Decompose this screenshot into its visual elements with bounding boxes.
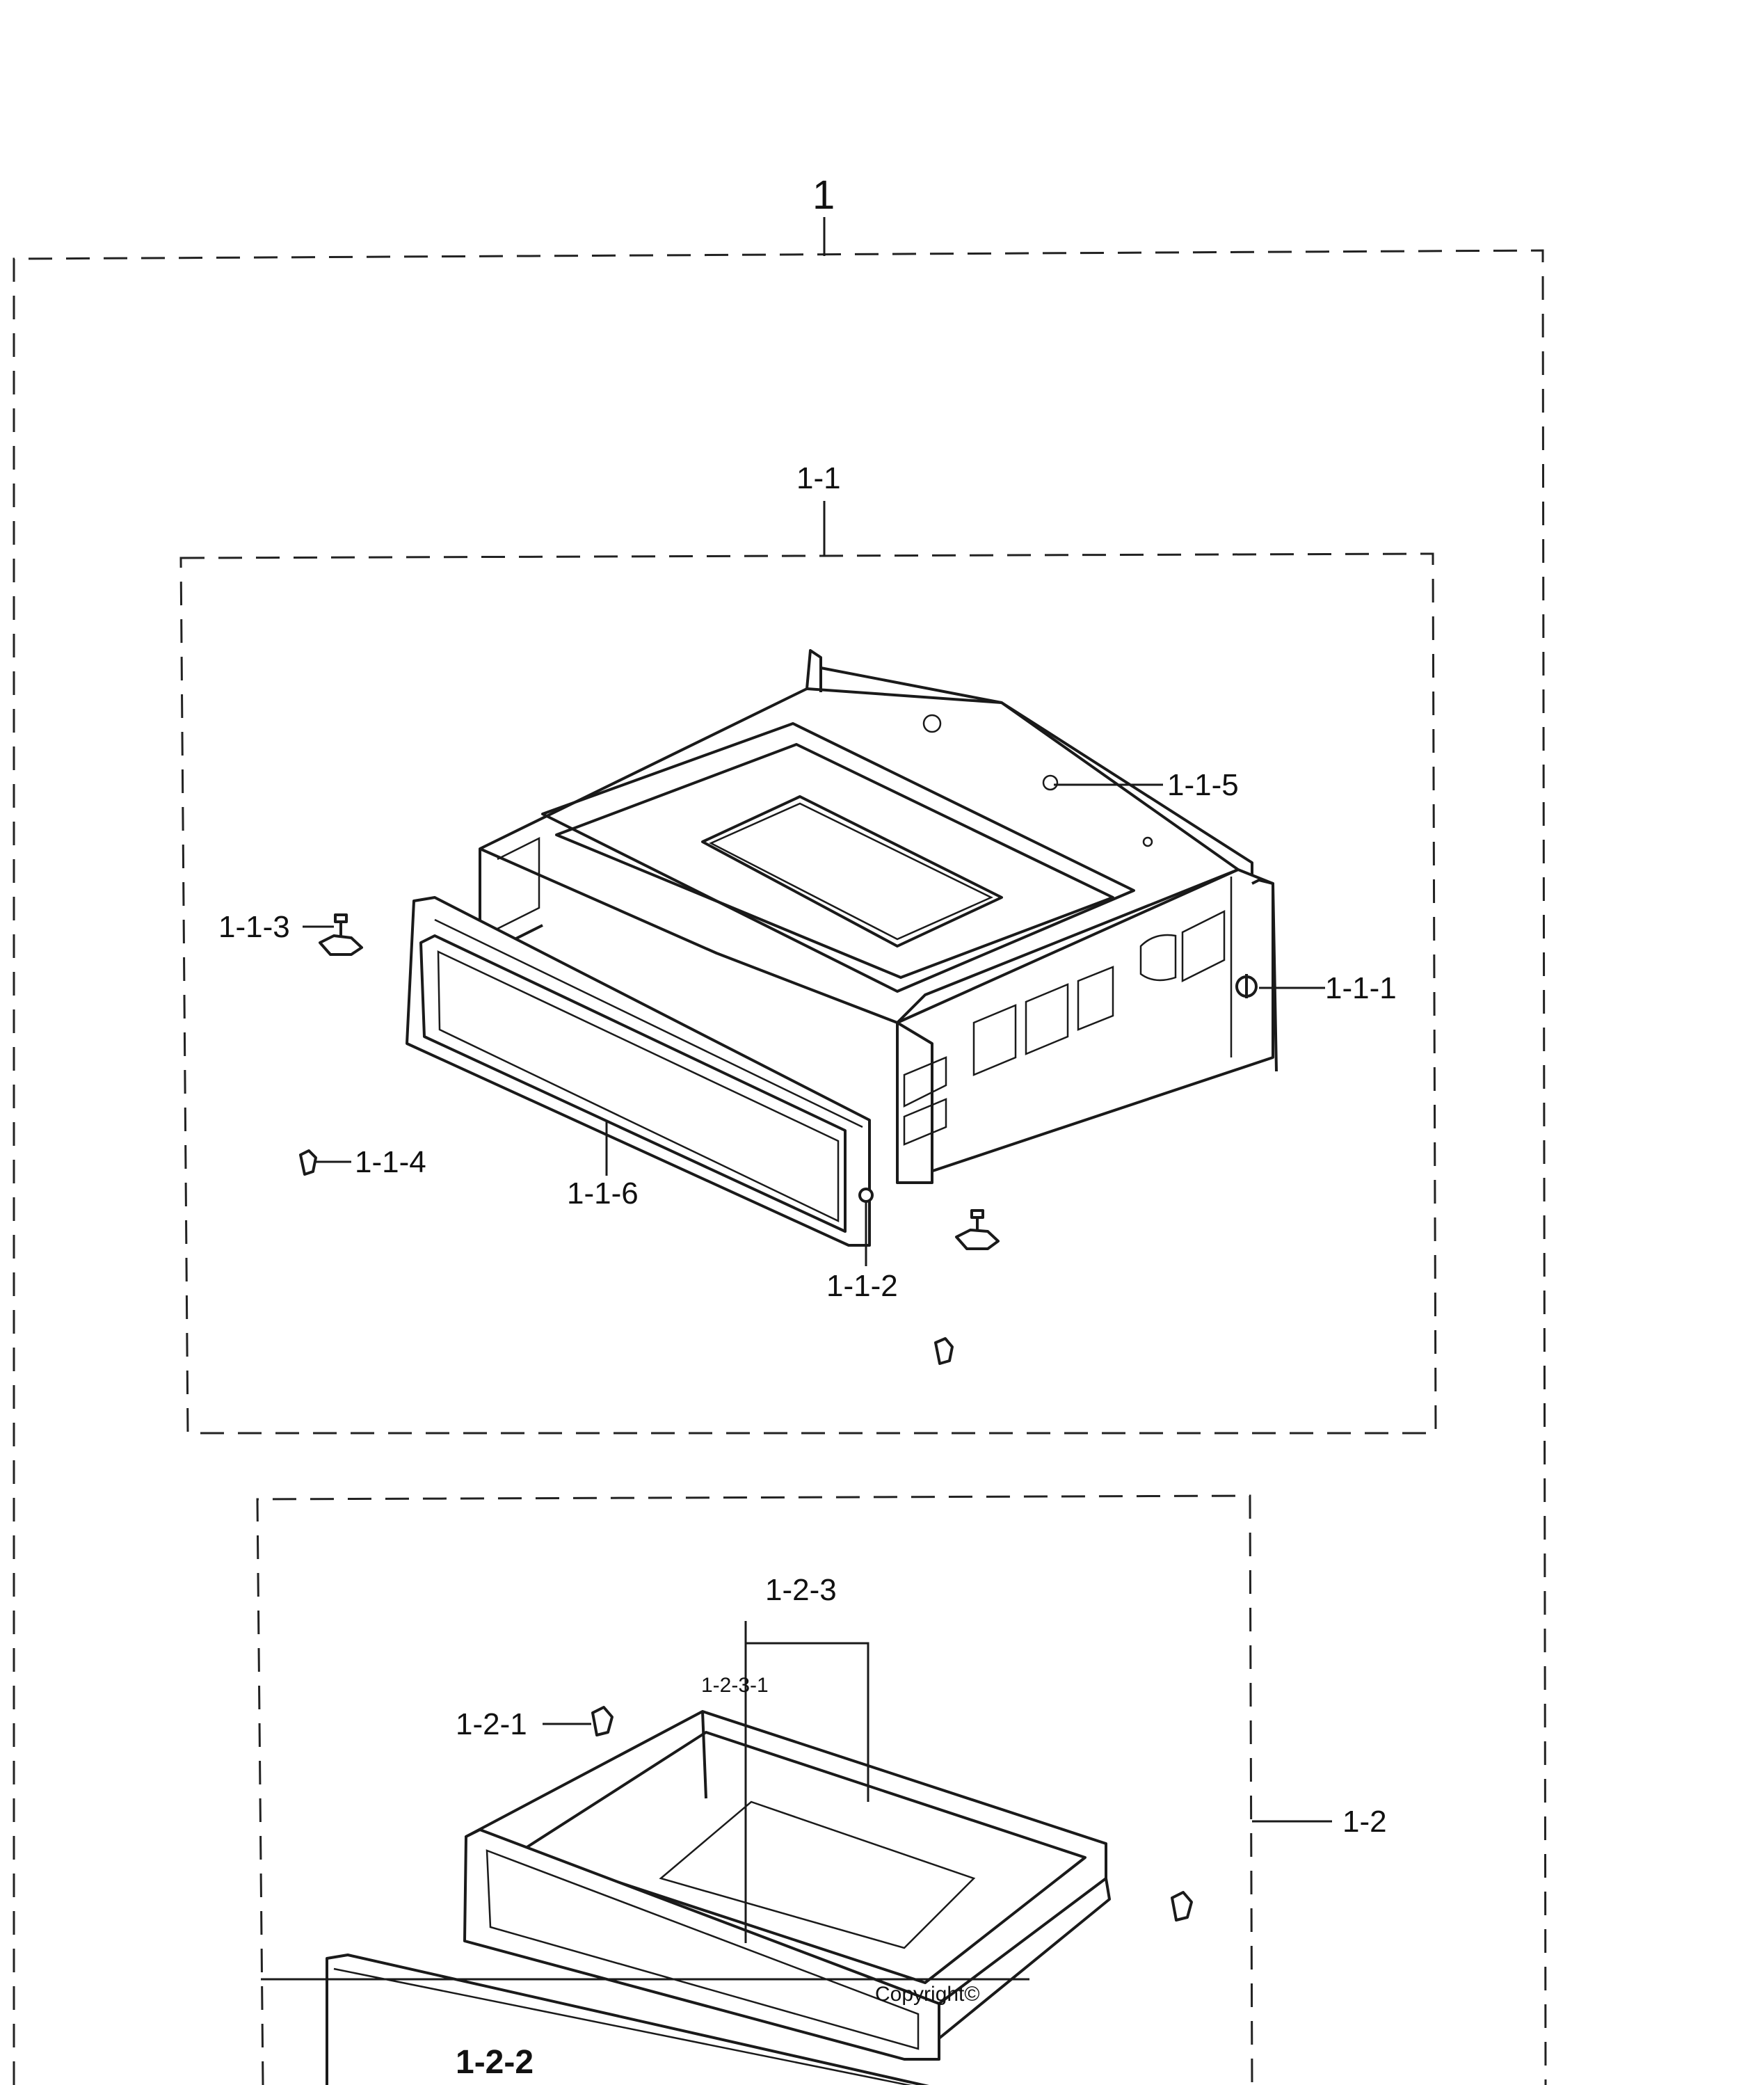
assembly-1-2-boundary: [256, 1494, 1332, 2085]
label-1-2-3-1: 1-2-3-1: [701, 1674, 769, 1697]
hinge-clip-icon: [858, 1188, 874, 1203]
label-1-1-4: 1-1-4: [355, 1145, 426, 1179]
leader-lines-1-1: [303, 783, 1325, 1266]
leveling-foot-icon: [1235, 974, 1258, 998]
label-1-2-2: 1-2-2: [456, 2044, 534, 2081]
label-1-1-6: 1-1-6: [567, 1176, 639, 1211]
assembly-1-boundary: [13, 217, 1547, 2085]
assembly-1-1-boundary: [179, 501, 1437, 1435]
leader-lines-1-2: [261, 1621, 1029, 1981]
hinge-clip-icon: [591, 1706, 614, 1736]
label-1-1-1: 1-1-1: [1325, 971, 1397, 1005]
label-1-1-5: 1-1-5: [1167, 768, 1239, 802]
drawer-front-panel-icon: [326, 1954, 929, 2085]
hinge-clip-icon: [299, 1149, 317, 1176]
label-1: 1: [812, 173, 835, 218]
leveling-foot-icon: [955, 1209, 1000, 1250]
label-1-2-3: 1-2-3: [765, 1573, 837, 1607]
label-1-1-2: 1-1-2: [826, 1269, 898, 1303]
drawer-tray-icon: [463, 1710, 1111, 2061]
label-1-1-3: 1-1-3: [218, 910, 290, 944]
leveling-foot-icon: [319, 913, 363, 956]
label-1-1: 1-1: [796, 461, 841, 495]
drawer-housing-icon: [479, 649, 1278, 1184]
label-1-2-1: 1-2-1: [456, 1707, 527, 1741]
hinge-clip-icon: [1171, 1891, 1193, 1922]
front-frame-icon: [406, 896, 871, 1247]
hinge-clip-icon: [934, 1337, 954, 1365]
label-1-2: 1-2: [1342, 1805, 1387, 1839]
copyright-watermark: Copyright©: [875, 1983, 980, 2006]
